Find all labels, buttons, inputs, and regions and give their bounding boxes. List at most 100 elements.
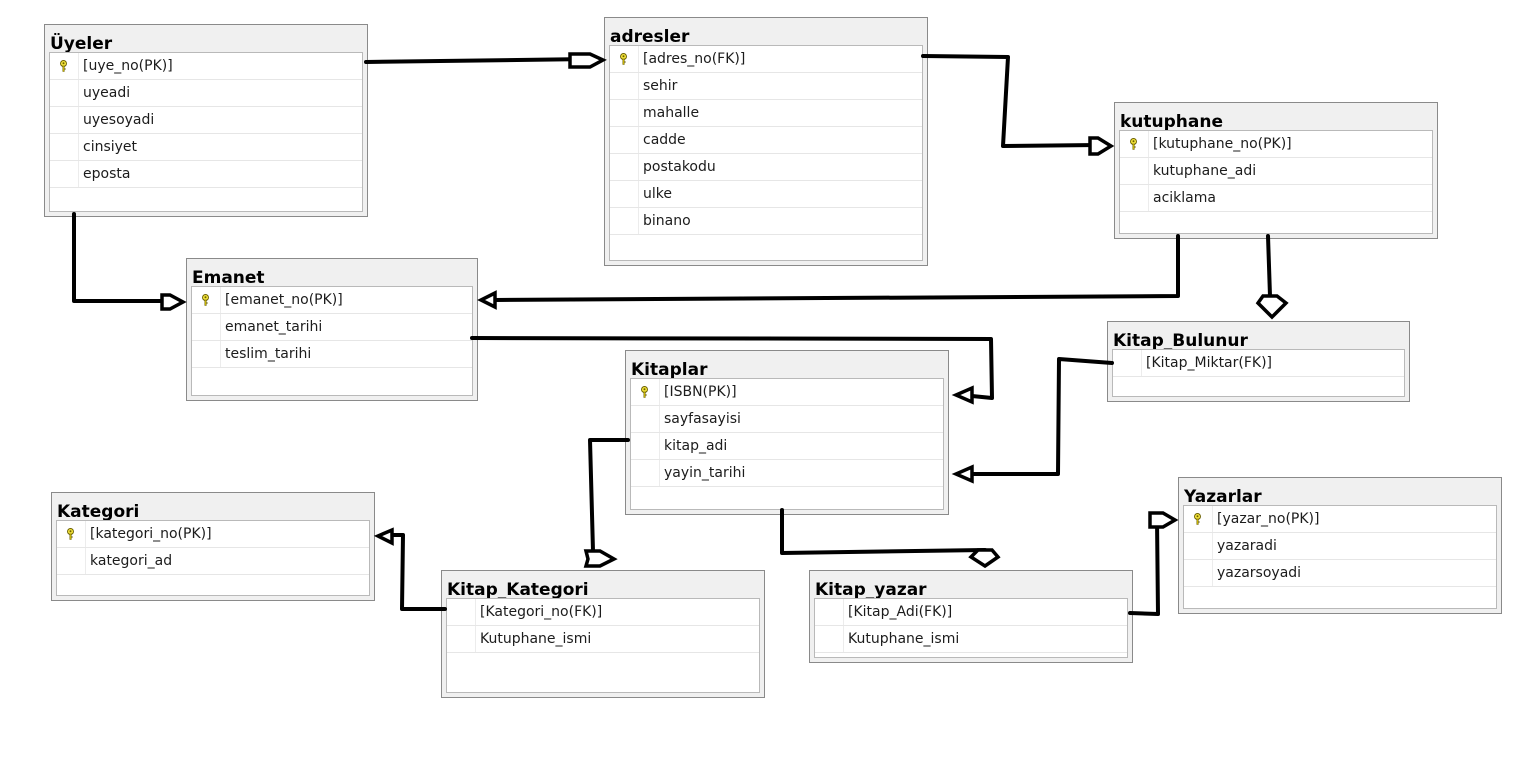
column-row[interactable]: yayin_tarihi: [631, 460, 943, 487]
table-kitap-bulunur[interactable]: Kitap_Bulunur[Kitap_Miktar(FK)]: [1107, 321, 1410, 402]
row-selector[interactable]: [57, 521, 86, 547]
column-name: [ISBN(PK)]: [664, 384, 737, 400]
row-selector[interactable]: [631, 406, 660, 432]
row-selector[interactable]: [1184, 560, 1213, 586]
column-row[interactable]: yazaradi: [1184, 533, 1496, 560]
row-selector[interactable]: [1120, 158, 1149, 184]
table-title[interactable]: Kitap_Kategori: [447, 580, 589, 600]
column-row[interactable]: kategori_ad: [57, 548, 369, 575]
row-selector[interactable]: [1184, 506, 1213, 532]
table-title[interactable]: Kitaplar: [631, 360, 708, 380]
arrow-head-adresler: [568, 52, 607, 69]
connector-kitap-yazar-yazarlar: [1128, 518, 1160, 616]
column-name: [kutuphane_no(PK)]: [1153, 136, 1292, 152]
row-selector[interactable]: [50, 80, 79, 106]
row-selector[interactable]: [815, 626, 844, 652]
row-selector[interactable]: [447, 626, 476, 652]
table-title[interactable]: Kitap_yazar: [815, 580, 927, 600]
row-selector[interactable]: [192, 341, 221, 367]
column-row[interactable]: sehir: [610, 73, 922, 100]
column-row[interactable]: Kutuphane_ismi: [815, 626, 1127, 653]
column-row[interactable]: uyeadi: [50, 80, 362, 107]
row-selector[interactable]: [610, 73, 639, 99]
column-row[interactable]: ulke: [610, 181, 922, 208]
table-title[interactable]: adresler: [610, 27, 690, 47]
row-selector[interactable]: [1113, 350, 1142, 376]
column-row[interactable]: [adres_no(FK)]: [610, 46, 922, 73]
connector-adresler-kutuphane: [921, 54, 1100, 148]
column-row[interactable]: yazarsoyadi: [1184, 560, 1496, 587]
column-row[interactable]: kitap_adi: [631, 433, 943, 460]
column-row[interactable]: Kutuphane_ismi: [447, 626, 759, 653]
column-row[interactable]: sayfasayisi: [631, 406, 943, 433]
row-selector[interactable]: [631, 379, 660, 405]
row-selector[interactable]: [610, 100, 639, 126]
row-selector[interactable]: [1120, 185, 1149, 211]
column-row[interactable]: [emanet_no(PK)]: [192, 287, 472, 314]
row-selector[interactable]: [1184, 533, 1213, 559]
row-selector[interactable]: [631, 460, 660, 486]
arrow-head-kitap-yazar: [968, 548, 1001, 569]
row-selector[interactable]: [610, 154, 639, 180]
row-selector[interactable]: [610, 181, 639, 207]
column-row[interactable]: [kategori_no(PK)]: [57, 521, 369, 548]
row-selector[interactable]: [610, 46, 639, 72]
table-title[interactable]: Kategori: [57, 502, 140, 522]
row-selector[interactable]: [610, 127, 639, 153]
row-selector[interactable]: [50, 134, 79, 160]
column-row[interactable]: [Kitap_Adi(FK)]: [815, 599, 1127, 626]
column-row[interactable]: [ISBN(PK)]: [631, 379, 943, 406]
table-title[interactable]: kutuphane: [1120, 112, 1224, 132]
table-title[interactable]: Emanet: [192, 268, 265, 288]
column-row[interactable]: [kutuphane_no(PK)]: [1120, 131, 1432, 158]
column-row[interactable]: aciklama: [1120, 185, 1432, 212]
row-selector[interactable]: [815, 599, 844, 625]
column-row[interactable]: postakodu: [610, 154, 922, 181]
row-selector[interactable]: [447, 599, 476, 625]
column-name: [emanet_no(PK)]: [225, 292, 343, 308]
column-row[interactable]: [Kategori_no(FK)]: [447, 599, 759, 626]
column-row[interactable]: cadde: [610, 127, 922, 154]
column-name: yazarsoyadi: [1217, 565, 1302, 581]
column-name: ulke: [643, 186, 672, 202]
column-name: [adres_no(FK)]: [643, 51, 746, 67]
table-title[interactable]: Yazarlar: [1184, 487, 1262, 507]
table-kitap-kategori[interactable]: Kitap_Kategori[Kategori_no(FK)]Kutuphane…: [441, 570, 765, 698]
table-title[interactable]: Kitap_Bulunur: [1113, 331, 1248, 351]
column-name: cinsiyet: [83, 139, 138, 155]
column-row[interactable]: eposta: [50, 161, 362, 188]
row-selector[interactable]: [631, 433, 660, 459]
column-name: emanet_tarihi: [225, 319, 323, 335]
row-selector[interactable]: [610, 208, 639, 234]
row-selector[interactable]: [50, 107, 79, 133]
table-title[interactable]: Üyeler: [50, 34, 113, 54]
column-row[interactable]: cinsiyet: [50, 134, 362, 161]
table-kategori[interactable]: Kategori[kategori_no(PK)]kategori_ad: [51, 492, 375, 601]
column-row[interactable]: [Kitap_Miktar(FK)]: [1113, 350, 1404, 377]
table-yazarlar[interactable]: Yazarlar[yazar_no(PK)]yazaradi yazarsoyad…: [1178, 477, 1502, 614]
column-row[interactable]: emanet_tarihi: [192, 314, 472, 341]
table-kitap-yazar[interactable]: Kitap_yazar[Kitap_Adi(FK)]Kutuphane_ismi: [809, 570, 1133, 663]
row-selector[interactable]: [50, 53, 79, 79]
column-row[interactable]: kutuphane_adi: [1120, 158, 1432, 185]
column-row[interactable]: [yazar_no(PK)]: [1184, 506, 1496, 533]
connector-kitap-kategori-kategori: [390, 533, 447, 611]
row-selector[interactable]: [57, 548, 86, 574]
column-row[interactable]: [uye_no(PK)]: [50, 53, 362, 80]
column-row[interactable]: binano: [610, 208, 922, 235]
row-selector[interactable]: [192, 287, 221, 313]
column-row[interactable]: uyesoyadi: [50, 107, 362, 134]
column-row[interactable]: teslim_tarihi: [192, 341, 472, 368]
row-selector[interactable]: [1120, 131, 1149, 157]
row-selector[interactable]: [50, 161, 79, 187]
column-name: binano: [643, 213, 691, 229]
arrow-head-emanet-right: [477, 290, 497, 310]
row-selector[interactable]: [192, 314, 221, 340]
table-kutuphane[interactable]: kutuphane [kutuphane_no(PK)] kutuphane_adi…: [1114, 102, 1438, 239]
column-row[interactable]: mahalle: [610, 100, 922, 127]
